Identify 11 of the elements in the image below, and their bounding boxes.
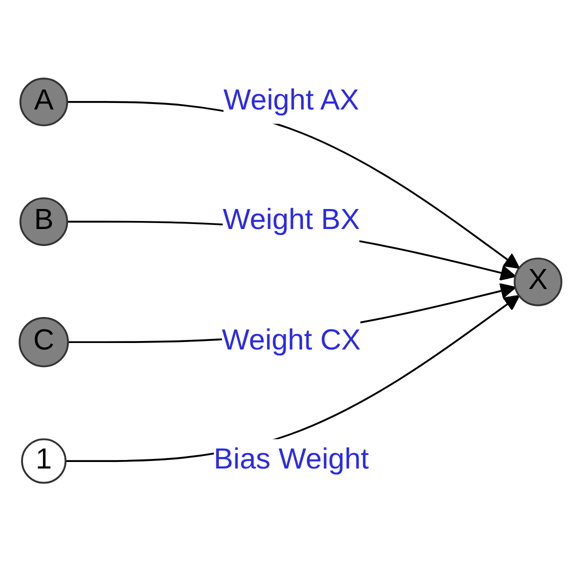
edge-label: Weight CX bbox=[222, 326, 361, 356]
edge-label: Weight AX bbox=[223, 85, 360, 116]
node-circle: X bbox=[514, 257, 562, 306]
node-circle: A bbox=[19, 77, 68, 126]
arrow bbox=[66, 294, 520, 462]
edge-label: Bias Weight bbox=[214, 444, 369, 476]
arrow bbox=[67, 100, 520, 269]
node-circle: B bbox=[19, 197, 68, 246]
edge-label: Weight BX bbox=[222, 205, 360, 236]
node-circle: C bbox=[18, 316, 69, 368]
node-circle: 1 bbox=[21, 438, 66, 484]
